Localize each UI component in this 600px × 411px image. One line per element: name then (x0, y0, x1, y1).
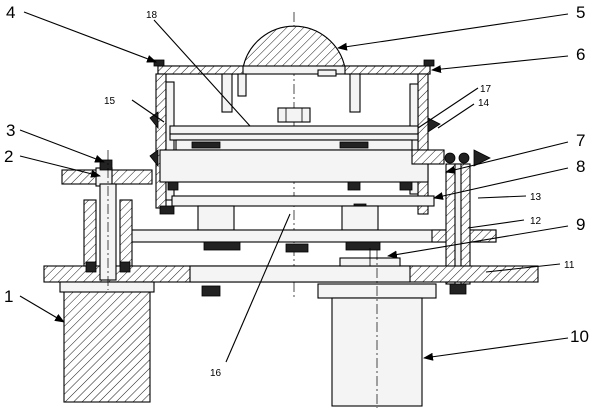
callout-12: 12 (530, 216, 542, 227)
left-column-nut-b (119, 261, 131, 273)
roller-mid (458, 152, 470, 164)
callout-10: 10 (570, 327, 589, 346)
bearing-nut-a (159, 205, 175, 215)
left-column-outer-l (83, 199, 97, 267)
callout-8: 8 (576, 157, 585, 176)
callout-2: 2 (4, 147, 13, 166)
left-column-nut-top (99, 159, 113, 171)
bearing-block-right (339, 141, 369, 149)
left-arm-hub (95, 167, 113, 187)
callout-16: 16 (210, 368, 222, 379)
right-clamp (427, 117, 441, 133)
callout-6: 6 (576, 45, 585, 64)
frame-nut-c (399, 181, 413, 191)
frame-plate (159, 149, 429, 183)
center-hub-right (341, 205, 379, 231)
callout-7: 7 (576, 131, 585, 150)
callout-4: 4 (6, 3, 15, 22)
left-motor-body (63, 283, 151, 403)
callout-11: 11 (564, 260, 575, 271)
left-clamp-lower (149, 149, 159, 168)
left-standoff-inner (165, 81, 175, 201)
bearing-block-left (191, 141, 221, 149)
hanger-post-right (349, 73, 361, 113)
left-column-outer-r (119, 199, 133, 267)
left-motor-cap (59, 281, 155, 293)
right-shaft-foot (449, 283, 467, 295)
roller-left (444, 152, 456, 164)
top-left-nut (153, 59, 165, 67)
callout-13: 13 (530, 192, 542, 203)
callout-14: 14 (478, 98, 490, 109)
callout-15: 15 (104, 96, 116, 107)
dome-part (242, 25, 346, 69)
right-standoff (417, 73, 429, 215)
callout-1: 1 (4, 287, 13, 306)
bearing-plate (171, 195, 435, 207)
base-plate-center (189, 265, 411, 283)
hanger-post-left (221, 73, 233, 113)
right-motor-body (331, 297, 423, 407)
hanger-post-right2 (317, 69, 337, 77)
gear-nut-b (285, 243, 309, 253)
left-clamp-upper (149, 111, 159, 130)
callout-9: 9 (576, 215, 585, 234)
frame-nut-b (347, 181, 361, 191)
callout-17: 17 (480, 84, 492, 95)
top-right-nut (423, 59, 435, 67)
hanger-post-mid (237, 73, 247, 97)
callout-5: 5 (576, 3, 585, 22)
frame-nut-a (167, 181, 179, 191)
rotor-disc-lower (169, 133, 419, 141)
gear-nut-c (345, 241, 381, 251)
frame-plate-right-hatch (411, 149, 445, 165)
top-plate-left-hatch (157, 65, 244, 75)
base-nut-left (201, 285, 221, 297)
callout-3: 3 (6, 121, 15, 140)
roller-right (473, 149, 491, 167)
left-standoff (155, 73, 167, 209)
top-plate-right-hatch (344, 65, 431, 75)
left-column-nut-a (85, 261, 97, 273)
callout-18: 18 (146, 10, 158, 21)
rotor-disc-upper (169, 125, 419, 135)
center-hub (197, 205, 235, 231)
center-hex-nut (277, 107, 311, 123)
gear-nut-a (203, 241, 241, 251)
